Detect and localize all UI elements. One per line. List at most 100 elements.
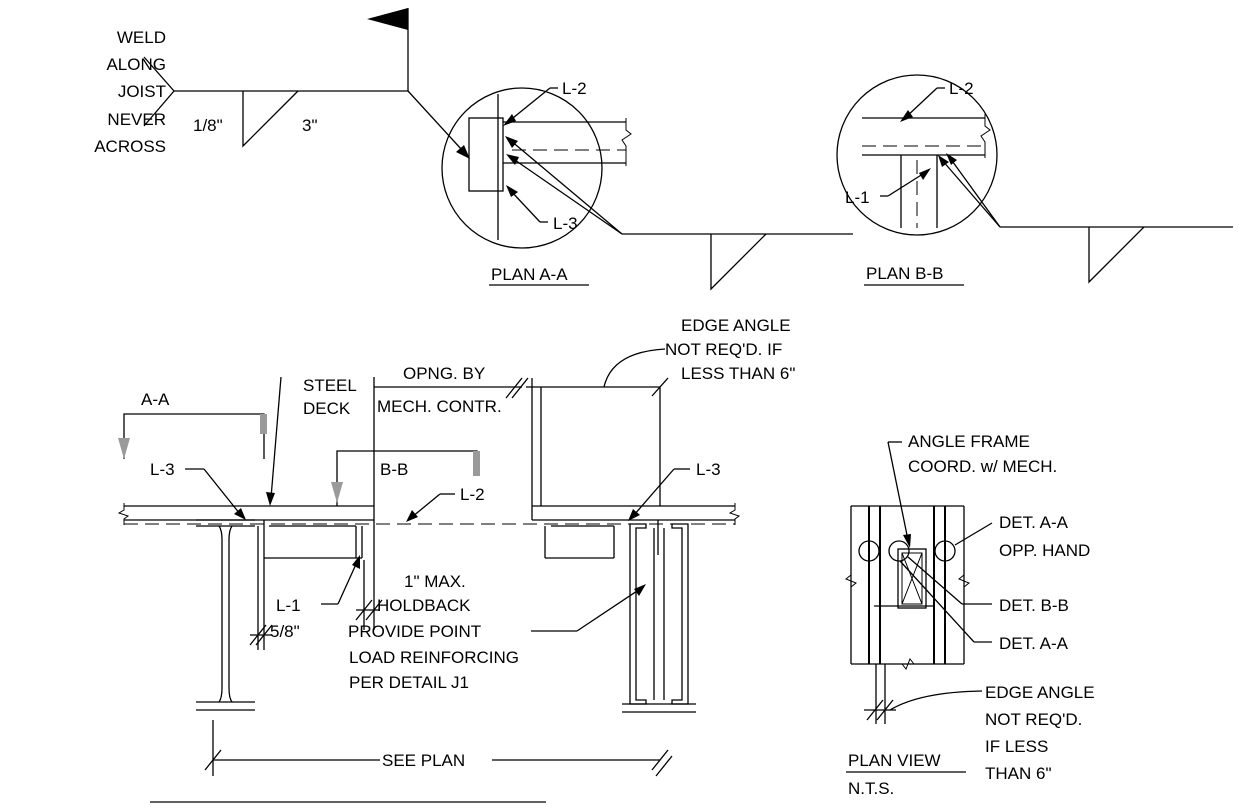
plan-view-det-circle-left (858, 540, 880, 562)
steel-deck-label-1: STEEL (303, 376, 357, 395)
plan-a-a-weld-leader-1 (509, 139, 623, 235)
plan-b-b-title: PLAN B-B (866, 264, 943, 283)
right-beam-right-channel (671, 523, 689, 705)
plan-b-b-fillet-weld-symbol (1088, 226, 1145, 284)
plan-a-a-detail: L-2 L-3 PLAN A-A (441, 79, 853, 291)
steel-deck-arrow (266, 492, 275, 506)
l2-leader (411, 493, 441, 518)
opening-dim-tick-1 (505, 377, 523, 399)
section-elevation: STEEL DECK OPNG. BY MECH. CONTR. EDGE AN… (117, 316, 795, 803)
plan-a-a-l2-label: L-2 (562, 79, 587, 98)
five-eighths-tick-2 (255, 624, 273, 646)
l2-arrow (406, 510, 418, 522)
plan-view-title: PLAN VIEW (848, 751, 941, 770)
plan-view-edge-angle-1: EDGE ANGLE (985, 683, 1095, 702)
l3-left-arrow (234, 508, 246, 520)
edge-angle-label-3: LESS THAN 6" (681, 364, 795, 383)
weld-symbol: WELD ALONG JOIST NEVER ACROSS 1/8" 3" (94, 8, 470, 159)
l3-right-arrow (628, 509, 640, 521)
weld-note-line-2: ALONG (106, 55, 166, 74)
l3-right-leader (633, 468, 675, 516)
plan-view-break-bottom (901, 658, 915, 670)
angle-frame-leader (887, 441, 909, 541)
weld-leader-line (407, 90, 463, 151)
steel-deck-label-2: DECK (303, 399, 351, 418)
deck-break-left (117, 503, 130, 525)
plan-b-b-weld-leader-1 (941, 159, 1001, 228)
plan-view-edge-angle-2: NOT REQ'D. (985, 710, 1082, 729)
holdback-label-2: HOLDBACK (377, 596, 471, 615)
plan-view-edge-angle-4: THAN 6" (985, 764, 1052, 783)
cut-a-a-label: A-A (141, 390, 170, 409)
five-eighths-tick-1 (249, 624, 267, 646)
reinforcing-label-3: PER DETAIL J1 (349, 673, 469, 692)
plan-a-a-weld-arrow-1 (505, 136, 518, 148)
right-beam-left-channel (629, 523, 647, 705)
cut-b-b-arrow-right (473, 451, 480, 476)
reinforcing-label-1: PROVIDE POINT (348, 622, 481, 641)
plan-view-opening (897, 548, 927, 609)
plan-a-a-weld-leader-2 (511, 157, 623, 235)
plan-view-edge-angle-leader (889, 690, 983, 711)
reinforcing-label-2: LOAD REINFORCING (349, 648, 519, 667)
plan-b-b-l1-arrow (919, 168, 931, 180)
plan-view-break-right (958, 574, 970, 588)
see-plan-label: SEE PLAN (382, 751, 465, 770)
plan-view-break-left (845, 574, 857, 588)
weld-size-label: 1/8" (193, 116, 223, 135)
plan-b-b-circle (836, 74, 998, 236)
plan-a-a-circle (441, 87, 603, 249)
plan-a-a-l3-arrow (506, 185, 518, 197)
plan-a-a-l3-leader (509, 189, 541, 223)
cut-a-a-arrow-left (118, 438, 130, 459)
l3-left-leader (203, 468, 241, 515)
plan-b-b-l1-label: L-1 (845, 188, 870, 207)
edge-angle-leader (603, 348, 666, 388)
weld-note-line-4: NEVER (107, 110, 166, 129)
plan-b-b-weld-arrow-1 (938, 155, 949, 167)
plan-view-opening-x (901, 552, 923, 605)
det-b-b-label: DET. B-B (999, 596, 1069, 615)
plan-a-a-l2-leader (507, 87, 551, 123)
angle-frame-label-1: ANGLE FRAME (908, 432, 1030, 451)
plan-view-detail: ANGLE FRAME COORD. w/ MECH. DET. A-A OPP… (845, 432, 1095, 798)
plan-a-a-l2-arrow (503, 114, 516, 126)
plan-b-b-break-mark (980, 114, 991, 158)
l2-label: L-2 (460, 485, 485, 504)
plan-b-b-l2-arrow (900, 110, 913, 122)
det-a-a-opp-leader (954, 522, 993, 546)
plan-a-a-title: PLAN A-A (491, 265, 568, 284)
det-a-a-label: DET. A-A (999, 634, 1069, 653)
angle-frame-arrow (903, 534, 911, 548)
plan-b-b-weld-leader-2 (949, 157, 1001, 228)
edge-angle-label-1: EDGE ANGLE (681, 316, 791, 335)
cut-a-a-arrow-right (260, 414, 267, 434)
plan-view-edge-angle-3: IF LESS (985, 737, 1048, 756)
plan-view-det-circle-right (934, 540, 956, 562)
plan-b-b-weld-arrow-2 (946, 153, 957, 165)
fillet-weld-symbol (242, 90, 299, 148)
holdback-tick-2 (365, 599, 383, 621)
weld-length-label: 3" (302, 116, 318, 135)
steel-deck-leader (270, 376, 282, 499)
plan-a-a-weld-arrow-2 (506, 154, 519, 165)
deck-break-right (728, 503, 741, 525)
cut-b-b-arrow-left (331, 482, 343, 503)
reinforcing-leader-2 (576, 588, 641, 632)
l1-arrow (352, 555, 360, 569)
l1-leader-2 (337, 561, 358, 605)
det-a-a-opp-label-1: DET. A-A (999, 513, 1069, 532)
det-a-a-leader (899, 560, 975, 643)
left-beam-web (218, 525, 233, 703)
cut-b-b-label: B-B (380, 460, 408, 479)
angle-frame-label-2: COORD. w/ MECH. (908, 457, 1057, 476)
weld-note-line-1: WELD (117, 28, 166, 47)
holdback-tick-1 (355, 599, 373, 621)
plan-b-b-l2-leader (904, 87, 938, 119)
l3-right-label: L-3 (696, 460, 721, 479)
reinforcing-arrow (634, 584, 646, 596)
plan-b-b-detail: L-2 L-1 PLAN B-B (836, 74, 1233, 286)
plan-a-a-angle-plate (468, 117, 504, 192)
plan-view-opening-inner (901, 552, 923, 605)
det-a-a-opp-label-2: OPP. HAND (999, 541, 1090, 560)
